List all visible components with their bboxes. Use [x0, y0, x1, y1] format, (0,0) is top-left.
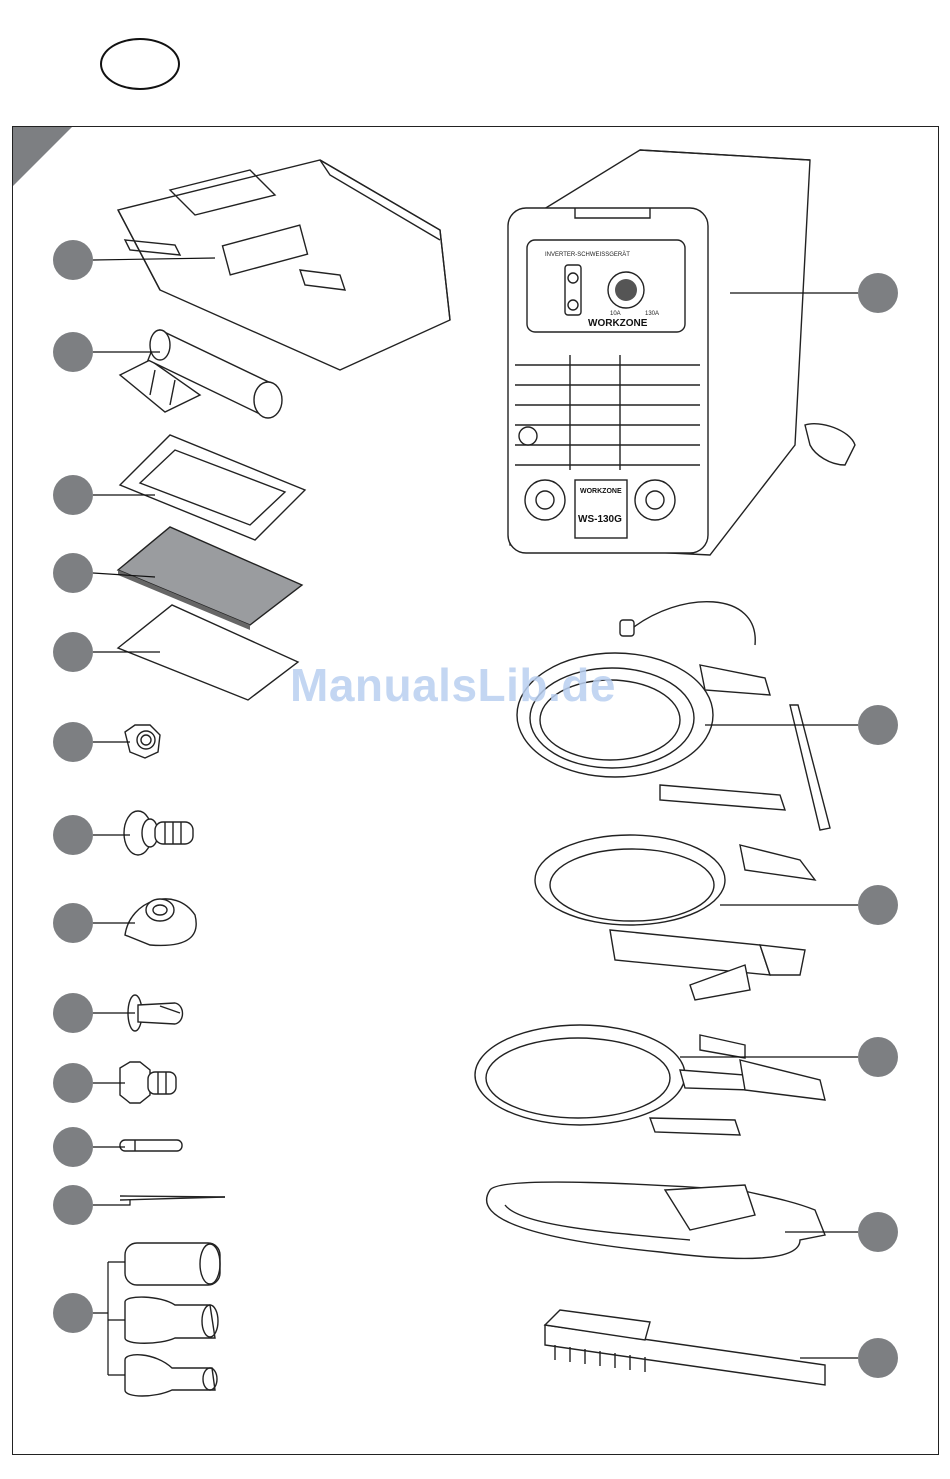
min-current-label: 10A [610, 311, 621, 317]
collet-drawing [128, 995, 183, 1031]
electrode-holder-drawing [535, 835, 815, 1000]
callout-dot [858, 1037, 898, 1077]
corner-triangle [13, 127, 72, 186]
callout-dot [53, 1185, 93, 1225]
nut-drawing [125, 725, 160, 758]
strap-drawing [487, 1182, 825, 1258]
callout-dot [53, 903, 93, 943]
wire-brush-drawing [545, 1310, 825, 1385]
cap-drawing [125, 899, 196, 946]
callout-dot [858, 273, 898, 313]
welding-machine-drawing: INVERTER-SCHWEISSGERÄT 10A 130A WORKZONE… [508, 150, 855, 555]
callout-dot [53, 815, 93, 855]
gas-nozzles-drawing [125, 1243, 220, 1396]
callout-dot [53, 1293, 93, 1333]
front-brand: WORKZONE [580, 488, 622, 495]
panel-title: INVERTER-SCHWEISSGERÄT [545, 251, 630, 258]
handle-drawing [120, 330, 282, 418]
panel-brand: WORKZONE [588, 318, 648, 329]
model-label: WS-130G [578, 514, 622, 525]
tig-torch-drawing [517, 602, 830, 830]
callout-dot [53, 1063, 93, 1103]
callout-dot [53, 632, 93, 672]
watermark-text: ManualsLib.de [290, 658, 616, 712]
callout-dot [858, 1338, 898, 1378]
earth-clamp-drawing [475, 1025, 825, 1135]
callout-dot [53, 1127, 93, 1167]
collet-body-drawing [120, 1062, 176, 1103]
callout-dot [858, 1212, 898, 1252]
glass-frame-drawing [120, 435, 305, 540]
callout-dot [53, 993, 93, 1033]
callout-dot [53, 475, 93, 515]
callout-dot [53, 332, 93, 372]
pin-drawing [120, 1140, 182, 1151]
knob-screw-drawing [124, 811, 193, 855]
max-current-label: 130A [645, 311, 659, 317]
callout-dot [53, 553, 93, 593]
dark-glass-drawing [118, 527, 302, 630]
tungsten-electrode-drawing [120, 1196, 225, 1200]
callout-dot [53, 722, 93, 762]
callout-dot [858, 885, 898, 925]
callout-dot [53, 240, 93, 280]
callout-dot [858, 705, 898, 745]
